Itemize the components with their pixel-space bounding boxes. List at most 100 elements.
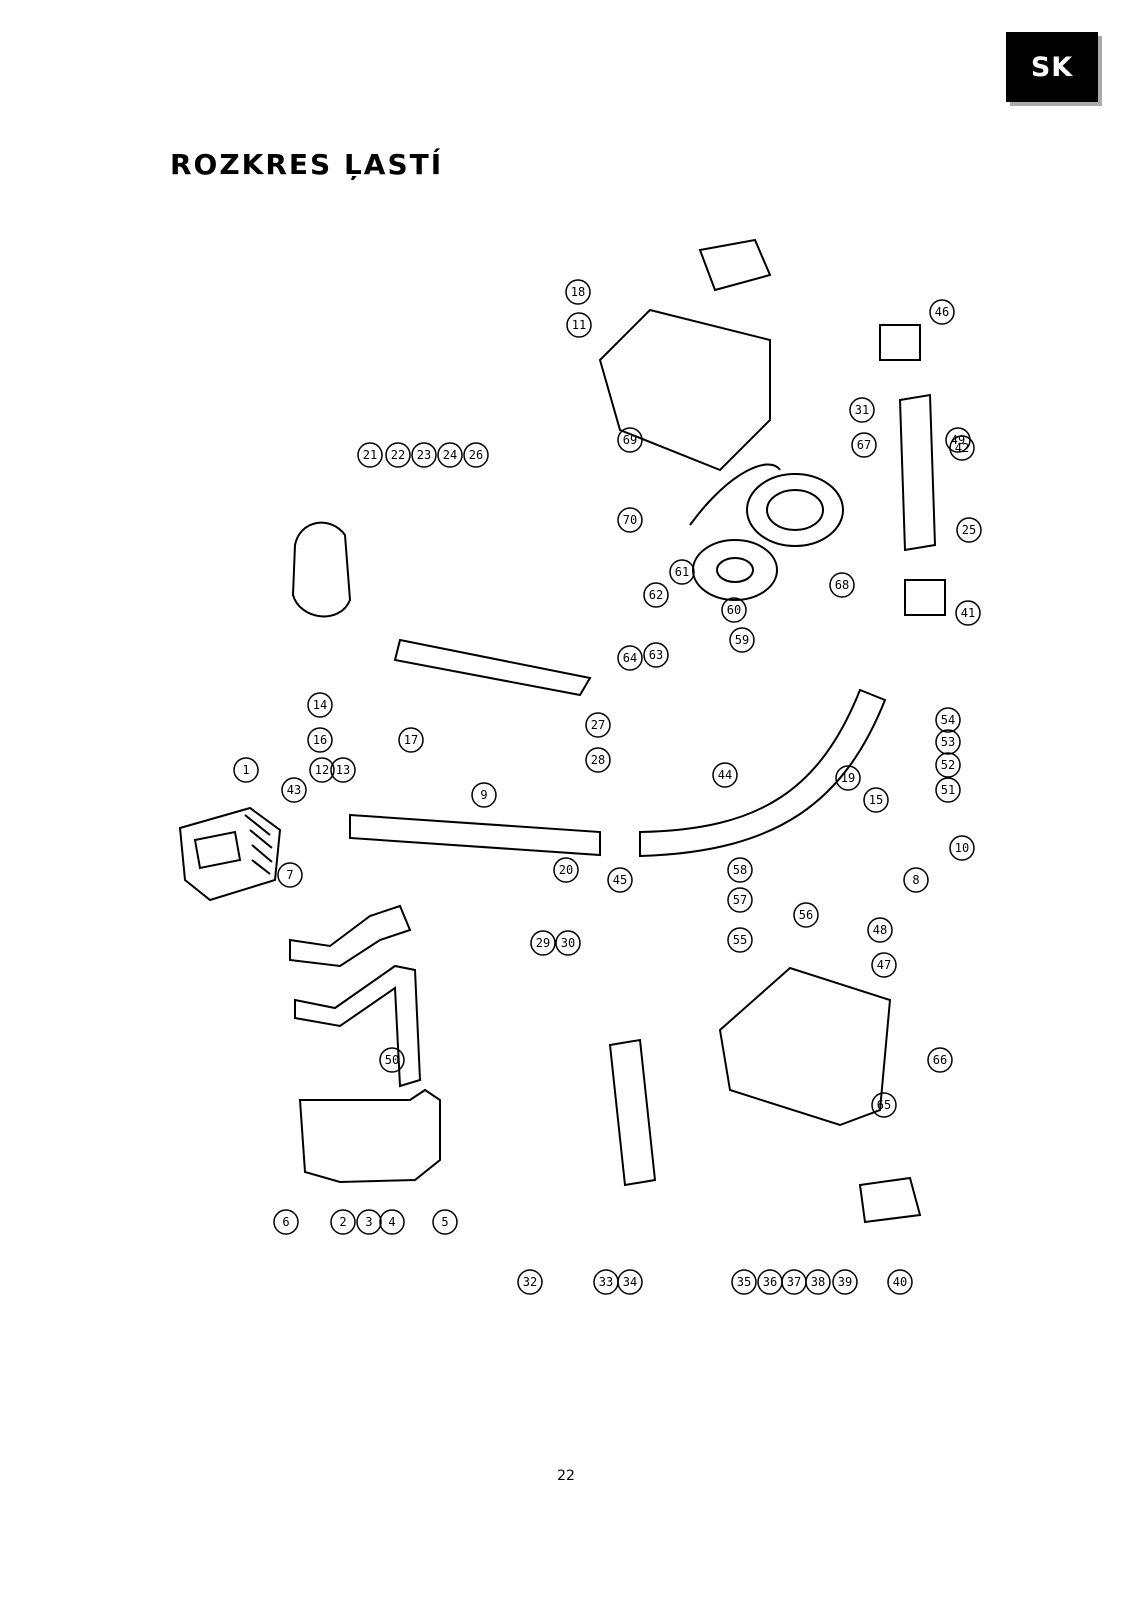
callout-circle — [566, 312, 592, 338]
page-number: 22 — [557, 1468, 575, 1484]
part-label: 53 — [941, 735, 955, 749]
part-label: 68 — [835, 578, 849, 592]
part-label: 7 — [286, 868, 293, 882]
part-label: 65 — [877, 1098, 891, 1112]
part-label: 3 — [365, 1215, 372, 1229]
part-label: 31 — [855, 403, 869, 417]
callout-circle — [871, 1092, 897, 1118]
part-label: 56 — [799, 908, 813, 922]
seat-slide-tube — [393, 638, 592, 697]
part-label: 6 — [282, 1215, 289, 1229]
callout-circle — [935, 777, 961, 803]
part-label: 39 — [838, 1275, 852, 1289]
callout-circle — [307, 692, 333, 718]
callout-circle — [721, 597, 747, 623]
part-label: 49 — [951, 433, 965, 447]
part-label: 47 — [877, 958, 891, 972]
part-label: 4 — [388, 1215, 395, 1229]
console-shape — [178, 806, 282, 902]
callout-circle — [277, 862, 303, 888]
pedal-upper — [698, 238, 772, 292]
main-frame-curve — [639, 688, 887, 858]
callout-circle — [863, 787, 889, 813]
part-label: 58 — [733, 863, 747, 877]
callout-circle — [432, 1209, 458, 1235]
part-label: 9 — [480, 788, 487, 802]
callout-circle — [669, 559, 695, 585]
callout-circle — [835, 765, 861, 791]
callout-circle — [731, 1269, 757, 1295]
part-label: 5 — [441, 1215, 448, 1229]
callout-circle — [356, 1209, 382, 1235]
part-label: 70 — [623, 513, 637, 527]
end-cap-upper — [879, 324, 921, 361]
callout-circle — [437, 442, 463, 468]
part-label: 38 — [811, 1275, 825, 1289]
part-label: 18 — [571, 285, 585, 299]
callout-circle — [585, 712, 611, 738]
part-label: 20 — [559, 863, 573, 877]
part-label: 10 — [955, 841, 969, 855]
callout-circle — [887, 1269, 913, 1295]
callout-circle — [565, 279, 591, 305]
part-label: 2 — [339, 1215, 346, 1229]
part-label: 35 — [737, 1275, 751, 1289]
part-label: 57 — [733, 893, 747, 907]
part-label: 25 — [962, 523, 976, 537]
callout-circle — [949, 835, 975, 861]
part-label: 13 — [336, 763, 350, 777]
page-title: ROZKRES ĻASTÍ — [170, 148, 444, 181]
callout-circle — [945, 427, 971, 453]
callout-circle — [530, 930, 556, 956]
part-label: 12 — [315, 763, 329, 777]
part-label: 63 — [649, 648, 663, 662]
callout-circle — [357, 442, 383, 468]
part-label: 69 — [623, 433, 637, 447]
part-label: 46 — [935, 305, 949, 319]
callout-circle — [379, 1047, 405, 1073]
callout-circle — [935, 729, 961, 755]
part-label: 36 — [763, 1275, 777, 1289]
part-label: 19 — [841, 771, 855, 785]
part-label: 60 — [727, 603, 741, 617]
callout-circle — [643, 642, 669, 668]
part-label: 28 — [591, 753, 605, 767]
end-cap-lower — [904, 579, 946, 616]
callout-circle — [712, 762, 738, 788]
upper-housing — [598, 308, 771, 472]
part-label: 40 — [893, 1275, 907, 1289]
callout-circle — [727, 927, 753, 953]
part-label: 11 — [572, 318, 586, 332]
callout-circle — [463, 442, 489, 468]
callout-circle — [935, 752, 961, 778]
part-label: 8 — [912, 873, 919, 887]
part-label: 26 — [469, 448, 483, 462]
part-label: 23 — [417, 448, 431, 462]
part-label: 30 — [561, 936, 575, 950]
callout-circle — [935, 707, 961, 733]
part-label: 15 — [869, 793, 883, 807]
part-label: 32 — [523, 1275, 537, 1289]
callout-circle — [330, 757, 356, 783]
callout-circle — [617, 507, 643, 533]
part-label: 50 — [385, 1053, 399, 1067]
callout-circle — [585, 747, 611, 773]
callout-circle — [233, 757, 259, 783]
callout-circle — [871, 952, 897, 978]
pedal-lower — [858, 1176, 922, 1224]
callout-circle — [643, 582, 669, 608]
callout-circle — [903, 867, 929, 893]
callout-circle — [471, 782, 497, 808]
part-label: 14 — [313, 698, 327, 712]
part-label: 22 — [391, 448, 405, 462]
callout-circle — [617, 1269, 643, 1295]
callout-circle — [330, 1209, 356, 1235]
part-label: 44 — [718, 768, 732, 782]
callout-circle — [617, 427, 643, 453]
part-label: 64 — [623, 651, 637, 665]
callout-circle — [273, 1209, 299, 1235]
callout-circle — [607, 867, 633, 893]
callout-circle — [553, 857, 579, 883]
callout-circle — [411, 442, 437, 468]
